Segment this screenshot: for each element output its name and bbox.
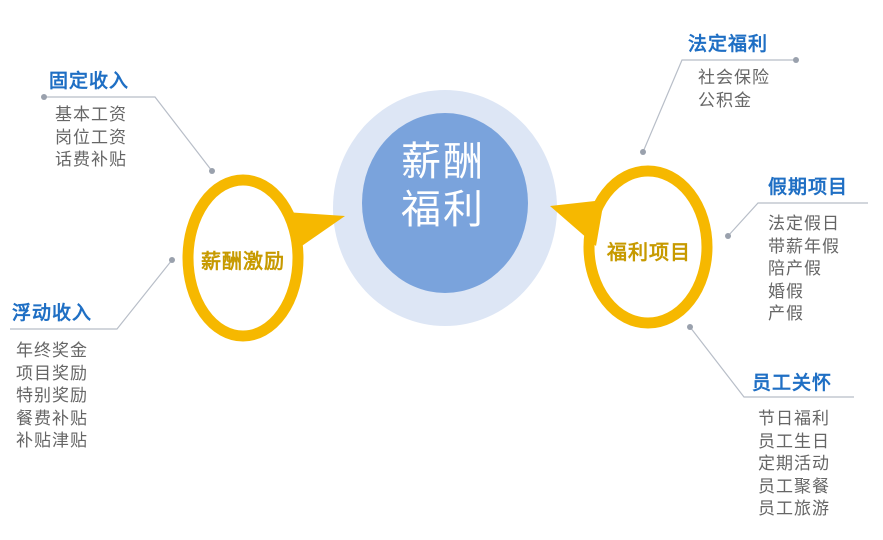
connector-dot xyxy=(640,149,646,155)
fixed-income-title: 固定收入 xyxy=(49,70,130,92)
floating-income-title: 浮动收入 xyxy=(12,302,93,324)
statutory-welfare-title: 法定福利 xyxy=(688,33,769,55)
right-ring xyxy=(583,165,713,329)
list-item: 话费补贴 xyxy=(55,150,127,170)
holiday-items-title: 假期项目 xyxy=(768,176,849,198)
list-item: 节日福利 xyxy=(758,409,830,429)
list-item: 员工聚餐 xyxy=(758,476,830,497)
center-title: 薪酬 福利 xyxy=(364,138,522,234)
connector-dot xyxy=(169,257,175,263)
center-circle xyxy=(362,113,528,293)
list-item: 法定假日 xyxy=(768,214,840,234)
center-title-line1: 薪酬 xyxy=(401,139,485,185)
list-item: 员工旅游 xyxy=(758,499,830,519)
connector-dot xyxy=(41,94,47,100)
list-item: 基本工资 xyxy=(55,105,127,125)
left-ring xyxy=(182,174,304,342)
connector-dot xyxy=(725,233,731,239)
list-item: 年终奖金 xyxy=(16,341,88,361)
list-item: 公积金 xyxy=(698,90,752,111)
list-item: 婚假 xyxy=(768,281,804,302)
list-item: 岗位工资 xyxy=(55,127,127,148)
connector-statutory-welfare xyxy=(642,59,796,153)
right-ring-label: 福利项目 xyxy=(607,240,691,264)
statutory-welfare-list: 社会保险 公积金 xyxy=(698,67,770,112)
fixed-income-list: 基本工资 岗位工资 话费补贴 xyxy=(55,104,127,172)
center-title-line2: 福利 xyxy=(401,187,485,233)
list-item: 项目奖励 xyxy=(16,363,88,384)
list-item: 定期活动 xyxy=(758,454,830,474)
connector-employee-care xyxy=(689,326,854,398)
list-item: 陪产假 xyxy=(768,259,822,279)
floating-income-list: 年终奖金 项目奖励 特别奖励 餐费补贴 补贴津贴 xyxy=(16,340,88,453)
connector-floating-income xyxy=(10,259,173,330)
connector-fixed-income xyxy=(44,96,213,172)
list-item: 特别奖励 xyxy=(16,386,88,406)
list-item: 产假 xyxy=(768,304,804,324)
list-item: 餐费补贴 xyxy=(16,408,88,429)
connector-dot xyxy=(209,168,215,174)
connector-dot xyxy=(793,57,799,63)
employee-care-list: 节日福利 员工生日 定期活动 员工聚餐 员工旅游 xyxy=(758,408,830,521)
list-item: 带薪年假 xyxy=(768,236,840,257)
list-item: 补贴津贴 xyxy=(16,431,88,451)
list-item: 社会保险 xyxy=(698,68,770,88)
list-item: 员工生日 xyxy=(758,431,830,452)
connector-dot xyxy=(687,324,693,330)
holiday-items-list: 法定假日 带薪年假 陪产假 婚假 产假 xyxy=(768,213,840,326)
left-ring-label: 薪酬激励 xyxy=(201,249,285,273)
connector-holiday-items xyxy=(727,202,868,237)
employee-care-title: 员工关怀 xyxy=(752,372,833,394)
